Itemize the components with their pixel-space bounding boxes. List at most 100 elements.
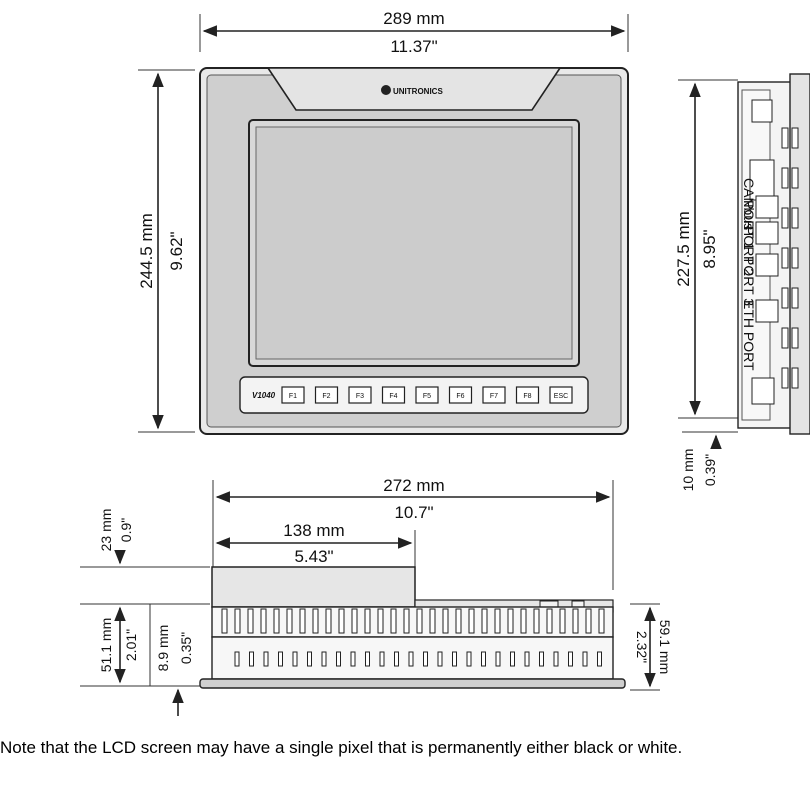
vent-slot bbox=[781, 287, 789, 309]
side-depth-in: 0.39" bbox=[702, 454, 718, 486]
cooling-fin bbox=[325, 608, 332, 634]
key-f3 bbox=[348, 386, 372, 404]
vent-slot bbox=[452, 651, 457, 667]
vent-slot bbox=[263, 651, 269, 667]
vent-slot bbox=[791, 287, 799, 309]
vent-slot bbox=[791, 207, 799, 229]
cooling-fin bbox=[429, 608, 436, 634]
bezel-depth-mm: 8.9 mm bbox=[155, 625, 171, 672]
key-esc bbox=[549, 386, 573, 404]
lcd-pixel-note: Note that the LCD screen may have a sing… bbox=[0, 738, 683, 757]
cooling-fin bbox=[468, 608, 475, 634]
svg-text:ETH PORT: ETH PORT bbox=[741, 300, 757, 371]
cooling-fin bbox=[403, 608, 410, 634]
vent-slot bbox=[336, 651, 341, 667]
cooling-fin bbox=[416, 608, 423, 634]
vent-slot bbox=[781, 167, 789, 189]
vent-slot bbox=[553, 651, 559, 667]
body-depth-in: 2.01" bbox=[123, 629, 139, 661]
vent-slot bbox=[234, 651, 240, 667]
cooling-fin bbox=[247, 608, 254, 634]
cooling-fin bbox=[221, 608, 228, 634]
body-depth-mm: 51.1 mm bbox=[98, 618, 114, 672]
front-width-mm: 289 mm bbox=[383, 9, 444, 28]
vent-slot bbox=[495, 651, 501, 667]
side-height-mm: 227.5 mm bbox=[674, 211, 693, 287]
svg-text:PORT 1: PORT 1 bbox=[741, 200, 757, 250]
key-label: F3 bbox=[356, 393, 364, 400]
vent-slot bbox=[781, 367, 789, 389]
vent-slot bbox=[582, 651, 588, 667]
vent-slot bbox=[539, 651, 544, 667]
key-label: F2 bbox=[322, 393, 330, 400]
cooling-fin bbox=[507, 608, 514, 634]
cooling-fin bbox=[273, 608, 280, 634]
key-f2 bbox=[314, 386, 339, 404]
vent-slot bbox=[597, 651, 602, 667]
vent-slot bbox=[791, 367, 799, 389]
vent-slot bbox=[278, 651, 283, 667]
key-f7 bbox=[482, 386, 506, 404]
vent-slot bbox=[466, 651, 472, 667]
cooling-fin bbox=[260, 608, 267, 634]
front-height-mm: 244.5 mm bbox=[137, 213, 156, 289]
cooling-fin bbox=[364, 608, 371, 634]
key-label: F5 bbox=[423, 393, 431, 400]
vent-slot bbox=[781, 247, 789, 269]
total-depth-mm: 59.1 mm bbox=[657, 620, 673, 674]
front-view: 289 mm 11.37" 244.5 mm 9.62" UNITRONICS … bbox=[137, 9, 629, 435]
bottom-width-mm: 272 mm bbox=[383, 476, 444, 495]
vent-slot bbox=[510, 651, 515, 667]
vent-slot bbox=[568, 651, 573, 667]
bottom-view: 272 mm 10.7" 138 mm 5.43" 23 mm 0.9" 51.… bbox=[80, 476, 673, 716]
key-label: F4 bbox=[389, 393, 397, 400]
total-depth-in: 2.32" bbox=[634, 631, 650, 663]
model-label: V1040 bbox=[252, 391, 276, 400]
cooling-fin bbox=[585, 608, 592, 634]
vent-slot bbox=[379, 651, 385, 667]
cooling-fin bbox=[546, 608, 553, 634]
vent-slot bbox=[365, 651, 370, 667]
vent-slot bbox=[524, 651, 530, 667]
cooling-fin bbox=[598, 608, 605, 634]
bezel-depth-in: 0.35" bbox=[178, 632, 194, 664]
key-f4 bbox=[381, 386, 406, 404]
front-height-in: 9.62" bbox=[167, 231, 186, 270]
side-depth-mm: 10 mm bbox=[680, 449, 696, 492]
vent-slot bbox=[791, 127, 799, 149]
vent-slot bbox=[781, 327, 789, 349]
key-label: F8 bbox=[523, 393, 531, 400]
vent-slot bbox=[350, 651, 356, 667]
cooling-fin bbox=[390, 608, 397, 634]
cooling-fin bbox=[286, 608, 293, 634]
vent-slot bbox=[791, 327, 799, 349]
vent-slot bbox=[423, 651, 428, 667]
svg-text:UNITRONICS: UNITRONICS bbox=[393, 87, 443, 96]
vent-slot bbox=[791, 247, 799, 269]
cooling-fin bbox=[442, 608, 449, 634]
svg-text:PORT 3: PORT 3 bbox=[741, 256, 757, 306]
vent-slot bbox=[307, 651, 312, 667]
svg-text:CANbus: CANbus bbox=[741, 178, 757, 230]
vent-slot bbox=[781, 127, 789, 149]
key-label: F1 bbox=[289, 393, 297, 400]
vent-slot bbox=[292, 651, 298, 667]
key-label: ESC bbox=[554, 393, 568, 400]
cooling-fin bbox=[572, 608, 579, 634]
vent-slot bbox=[481, 651, 486, 667]
cooling-fin bbox=[299, 608, 306, 634]
cooling-fin bbox=[533, 608, 540, 634]
vent-slot bbox=[408, 651, 414, 667]
side-height-in: 8.95" bbox=[700, 229, 719, 268]
front-width-in: 11.37" bbox=[390, 37, 437, 56]
cooling-fin bbox=[559, 608, 566, 634]
svg-text:PORT 2: PORT 2 bbox=[741, 226, 757, 276]
cooling-fin bbox=[377, 608, 384, 634]
cooling-fin bbox=[312, 608, 319, 634]
side-view: 227.5 mm 8.95" 10 mm 0.39" CANbus PORT 1… bbox=[674, 73, 810, 492]
cooling-fin bbox=[234, 608, 241, 634]
cooling-fin bbox=[481, 608, 488, 634]
cooling-fin bbox=[520, 608, 527, 634]
vent-slot bbox=[791, 167, 799, 189]
